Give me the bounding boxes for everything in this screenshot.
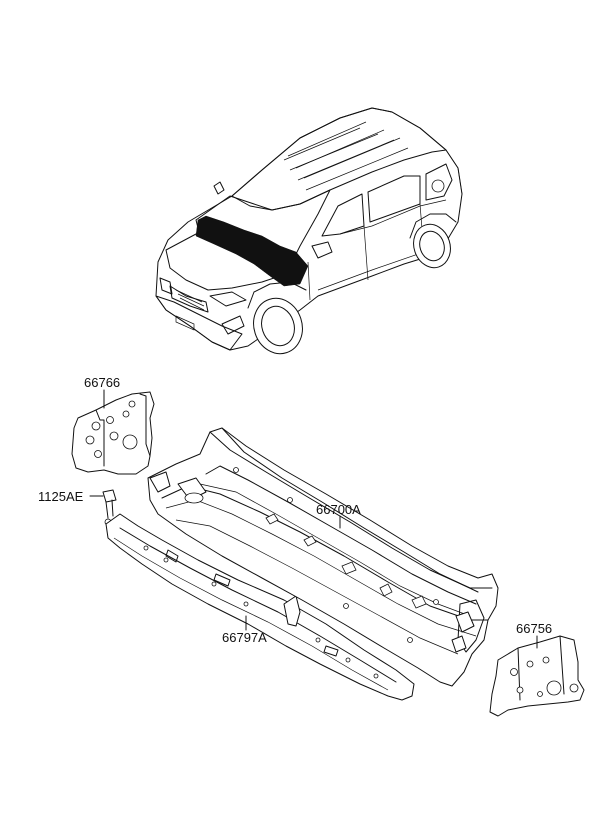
vehicle-illustration — [155, 107, 463, 355]
cowl-bar-part — [105, 513, 415, 701]
part-label-bracket-left: 66766 — [84, 375, 121, 390]
part-label-cowl-panel: 66700A — [316, 502, 361, 517]
bracket-left-part — [71, 391, 155, 475]
part-label-cowl-bar: 66797A — [222, 630, 267, 645]
part-label-bracket-right: 66756 — [516, 621, 553, 636]
part-label-bolt: 1125AE — [38, 489, 84, 504]
cowl-panel-part — [147, 427, 499, 687]
leader-lines — [89, 389, 538, 649]
bracket-right-part — [489, 635, 585, 717]
